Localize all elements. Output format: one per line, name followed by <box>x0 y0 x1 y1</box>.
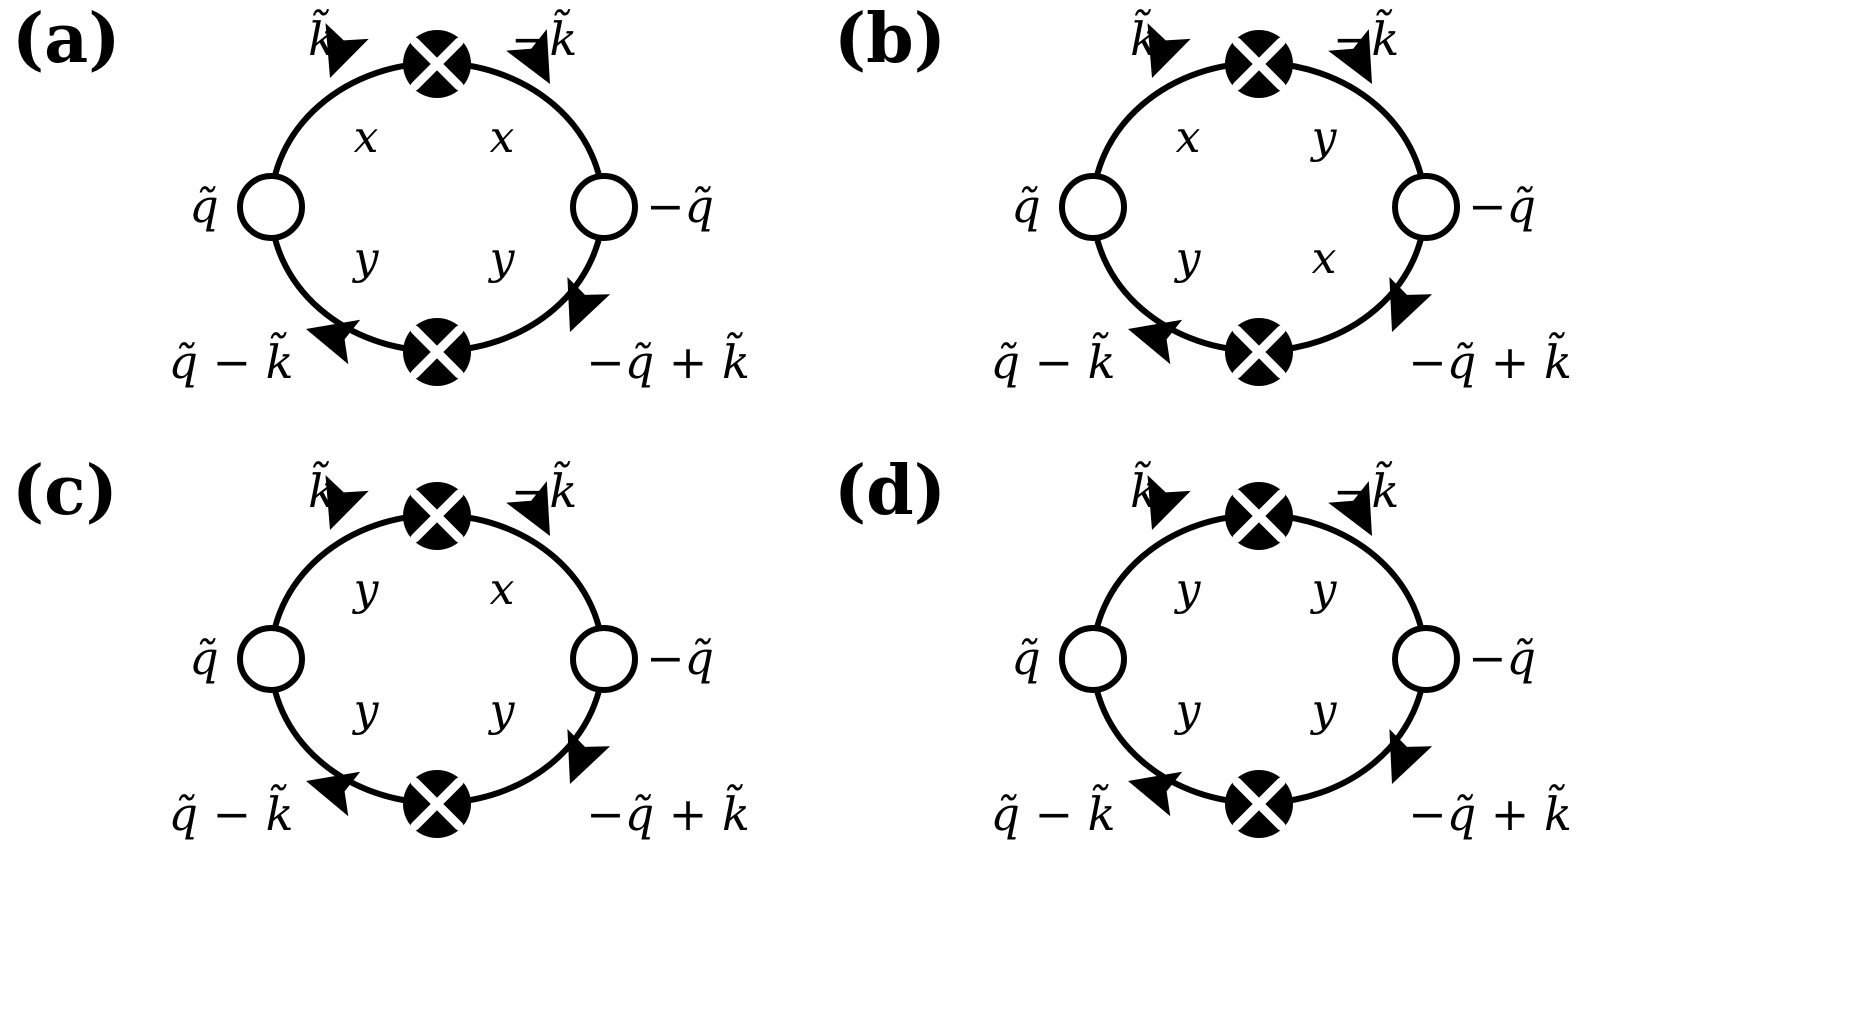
momentum-label-bottom-left: q̃ − k̃ <box>168 332 293 389</box>
component-label-top-right: x <box>490 112 515 163</box>
cross-vertex-bottom <box>403 318 471 386</box>
panel-label: (c) <box>12 451 118 531</box>
momentum-label-bottom-left: q̃ − k̃ <box>168 784 293 841</box>
component-label-bottom-left: y <box>1174 685 1202 736</box>
diagram-panel-c: (c) y x y y k̃ −k̃ q̃ −q̃ q̃ − k̃ −q̃ + k̃ <box>12 451 750 841</box>
component-label-bottom-right: x <box>1312 233 1337 284</box>
momentum-label-bottom-right: −q̃ + k̃ <box>586 784 750 841</box>
component-label-top-right: y <box>1310 564 1338 615</box>
momentum-label-right: −q̃ <box>646 631 714 685</box>
momentum-label-left: q̃ <box>1011 179 1040 233</box>
momentum-label-left: q̃ <box>1011 631 1040 685</box>
component-label-top-left: y <box>352 564 380 615</box>
arrow-bottom-left <box>1128 319 1183 365</box>
momentum-label-bottom-right: −q̃ + k̃ <box>1408 332 1572 389</box>
component-label-top-left: x <box>354 112 379 163</box>
cross-vertex-bottom <box>1225 318 1293 386</box>
arrow-bottom-right <box>567 729 611 784</box>
component-label-bottom-right: y <box>488 233 516 284</box>
cross-vertex-bottom <box>1225 770 1293 838</box>
arrow-top-left <box>325 475 369 530</box>
arrow-top-right <box>1328 481 1372 536</box>
arrow-top-right <box>1328 29 1372 85</box>
momentum-label-top-left: k̃ <box>308 9 336 66</box>
momentum-label-left: q̃ <box>189 179 218 233</box>
arrow-bottom-left <box>1128 771 1183 817</box>
component-label-top-left: y <box>1174 564 1202 615</box>
arrow-top-right <box>506 29 550 85</box>
open-vertex-left <box>237 173 305 241</box>
open-vertex-left <box>237 625 305 693</box>
open-vertex-right <box>1392 625 1460 693</box>
momentum-label-top-left: k̃ <box>308 461 336 518</box>
component-label-bottom-left: y <box>1174 233 1202 284</box>
momentum-label-bottom-right: −q̃ + k̃ <box>586 332 750 389</box>
momentum-label-top-left: k̃ <box>1130 461 1158 518</box>
component-label-top-left: x <box>1176 112 1201 163</box>
arrow-bottom-right <box>1389 277 1433 332</box>
component-label-bottom-left: y <box>352 685 380 736</box>
cross-vertex-top <box>403 30 471 98</box>
momentum-label-bottom-right: −q̃ + k̃ <box>1408 784 1572 841</box>
cross-vertex-top <box>1225 482 1293 550</box>
diagram-panel-a: (a) x x y y k̃ −k̃ q̃ −q̃ q̃ − k̃ −q̃ + k̃ <box>12 0 750 389</box>
propagator-loop <box>1090 60 1428 354</box>
cross-vertex-bottom <box>403 770 471 838</box>
component-label-bottom-right: y <box>488 685 516 736</box>
open-vertex-right <box>570 625 638 693</box>
momentum-label-top-right: −k̃ <box>1333 461 1399 518</box>
propagator-loop <box>268 512 606 806</box>
panel-label: (a) <box>12 0 120 79</box>
panel-label: (d) <box>834 451 946 531</box>
momentum-label-top-right: −k̃ <box>511 461 577 518</box>
arrow-bottom-left <box>306 771 361 817</box>
arrow-top-right <box>506 481 550 536</box>
component-label-top-right: y <box>1310 112 1338 163</box>
arrow-bottom-right <box>1389 729 1433 784</box>
momentum-label-top-left: k̃ <box>1130 9 1158 66</box>
panel-label: (b) <box>834 0 946 79</box>
diagram-panel-d: (d) y y y y k̃ −k̃ q̃ −q̃ q̃ − k̃ −q̃ + k̃ <box>834 451 1572 841</box>
propagator-loop <box>1090 512 1428 806</box>
cross-vertex-top <box>1225 30 1293 98</box>
component-label-top-right: x <box>490 564 515 615</box>
momentum-label-right: −q̃ <box>1468 631 1536 685</box>
arrow-bottom-right <box>567 277 611 332</box>
momentum-label-bottom-left: q̃ − k̃ <box>990 332 1115 389</box>
open-vertex-right <box>1392 173 1460 241</box>
arrow-top-left <box>325 23 369 79</box>
arrow-top-left <box>1147 23 1191 79</box>
momentum-label-bottom-left: q̃ − k̃ <box>990 784 1115 841</box>
momentum-label-top-right: −k̃ <box>511 9 577 66</box>
cross-vertex-top <box>403 482 471 550</box>
arrow-bottom-left <box>306 319 361 365</box>
open-vertex-right <box>570 173 638 241</box>
arrow-top-left <box>1147 475 1191 530</box>
momentum-label-right: −q̃ <box>646 179 714 233</box>
open-vertex-left <box>1059 625 1127 693</box>
diagram-panel-b: (b) x y y x k̃ −k̃ q̃ −q̃ q̃ − k̃ −q̃ + k̃ <box>834 0 1572 389</box>
propagator-loop <box>268 60 606 354</box>
momentum-label-top-right: −k̃ <box>1333 9 1399 66</box>
momentum-label-left: q̃ <box>189 631 218 685</box>
component-label-bottom-right: y <box>1310 685 1338 736</box>
momentum-label-right: −q̃ <box>1468 179 1536 233</box>
component-label-bottom-left: y <box>352 233 380 284</box>
open-vertex-left <box>1059 173 1127 241</box>
